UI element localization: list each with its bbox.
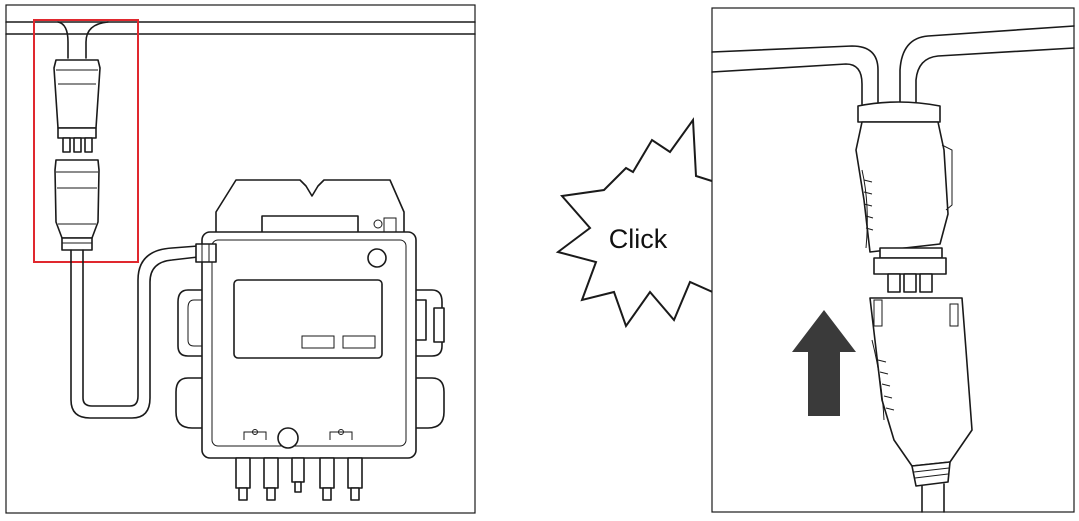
trunk-cable-detail bbox=[711, 25, 1075, 105]
callout-label: Click bbox=[609, 224, 668, 254]
connector-lower bbox=[54, 159, 100, 251]
connector-lower-detail bbox=[869, 297, 973, 513]
dc-input-connectors bbox=[235, 457, 363, 501]
connector-upper-detail bbox=[855, 101, 953, 293]
left-panel bbox=[5, 4, 476, 514]
up-arrow-icon bbox=[792, 310, 856, 416]
mounting-rail bbox=[5, 21, 476, 35]
right-panel bbox=[711, 7, 1075, 513]
trunk-cable bbox=[57, 21, 109, 59]
connector-upper bbox=[53, 59, 101, 153]
ac-cable bbox=[70, 245, 199, 419]
microinverter bbox=[175, 179, 445, 501]
highlight-box bbox=[33, 19, 139, 263]
